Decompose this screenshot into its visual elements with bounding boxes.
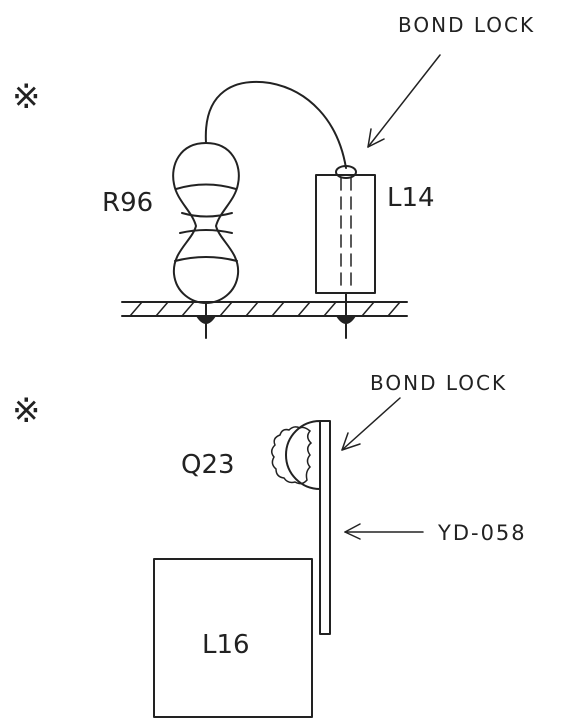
coil-l16-body <box>153 558 313 718</box>
coil-l14-label: L14 <box>387 183 435 213</box>
coil-l14-body <box>315 165 376 339</box>
solder-joint-r96 <box>196 316 216 324</box>
reference-mark-2: ※ <box>12 391 41 431</box>
resistor-r96-body <box>172 142 240 339</box>
bond-lock-arrow-2 <box>341 397 401 451</box>
pcb-cross-section <box>121 301 408 324</box>
coil-l16-label: L16 <box>202 630 250 660</box>
transistor-q23-body <box>271 420 321 490</box>
transistor-q23-label: Q23 <box>181 450 235 480</box>
figure-1: ※ BOND LOCK R96 L14 <box>12 13 535 339</box>
bond-lock-callout-2: BOND LOCK <box>370 371 507 395</box>
bond-lock-callout-1: BOND LOCK <box>398 13 535 37</box>
resistor-r96-label: R96 <box>102 188 153 218</box>
yd058-leader-arrow <box>344 523 424 540</box>
bond-lock-arrow-1 <box>367 54 441 148</box>
reference-mark-1: ※ <box>12 77 41 117</box>
jumper-wire <box>204 81 347 169</box>
figure-2: ※ BOND LOCK Q23 YD-058 L16 <box>12 371 527 718</box>
strip-yd058-body <box>319 420 331 635</box>
solder-joint-l14 <box>336 316 356 324</box>
strip-yd058-label: YD-058 <box>437 521 527 545</box>
